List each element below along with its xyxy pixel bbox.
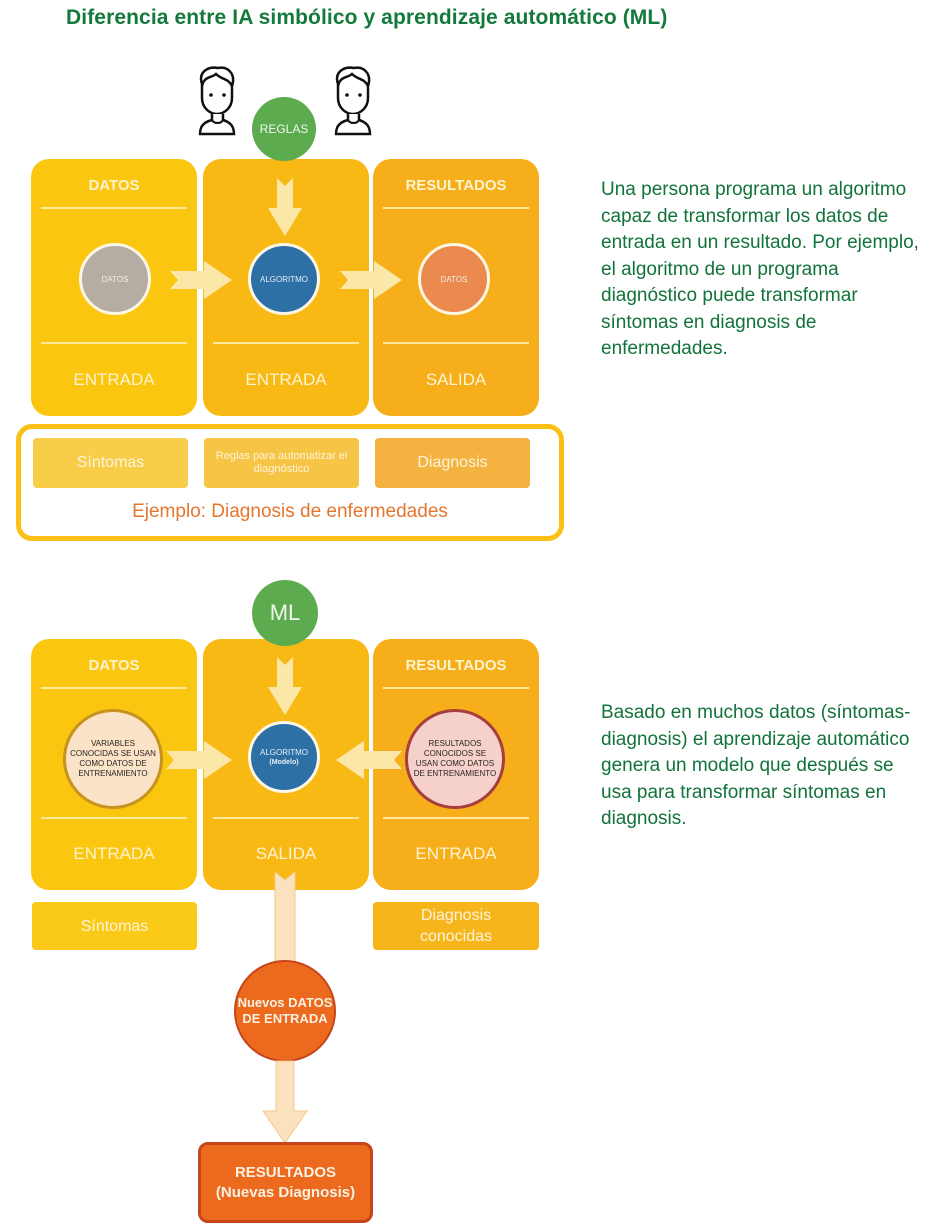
- example-sintomas: Síntomas: [33, 438, 188, 488]
- training-results-circle: RESULTADOS CONOCIDOS SE USAN COMO DATOS …: [405, 709, 505, 809]
- page-title: Diferencia entre IA simbólico y aprendiz…: [66, 6, 668, 29]
- example-caption: Ejemplo: Diagnosis de enfermedades: [132, 501, 448, 522]
- symbolic-description: Una persona programa un algoritmo capaz …: [601, 179, 919, 359]
- rules-circle: REGLAS: [252, 97, 316, 161]
- algorithm-circle: ALGORITMO: [248, 243, 320, 315]
- panel-footer: SALIDA: [255, 844, 317, 863]
- arrow-down-icon: [268, 657, 302, 715]
- divider: [41, 342, 187, 344]
- panel-header: DATOS: [88, 657, 140, 674]
- person-icon: [334, 66, 372, 136]
- ml-description: Basado en muchos datos (síntomas-diagnos…: [601, 702, 911, 829]
- panel-footer: SALIDA: [425, 370, 487, 389]
- panel-footer: ENTRADA: [73, 370, 155, 389]
- panel-footer: ENTRADA: [415, 844, 497, 863]
- algorithm-model-circle: ALGORITMO (Modelo): [248, 721, 320, 793]
- divider: [383, 687, 529, 689]
- divider: [213, 817, 359, 819]
- panel-footer: ENTRADA: [73, 844, 155, 863]
- new-input-circle: Nuevos DATOS DE ENTRADA: [234, 960, 336, 1062]
- divider: [41, 207, 187, 209]
- example-reglas: Reglas para automatizar el diagnóstico: [204, 438, 359, 488]
- divider: [41, 817, 187, 819]
- person-icon: [198, 66, 236, 136]
- arrow-down-icon: [262, 1060, 308, 1144]
- divider: [383, 817, 529, 819]
- panel-footer: ENTRADA: [245, 370, 327, 389]
- example-diagnosis: Diagnosis: [375, 438, 530, 488]
- algorithm-label: ALGORITMO: [259, 748, 308, 757]
- arrow-right-icon: [166, 741, 232, 779]
- arrow-left-icon: [336, 741, 402, 779]
- panel-header: RESULTADOS: [405, 177, 507, 194]
- panel-header: DATOS: [88, 177, 140, 194]
- arrow-right-icon: [340, 261, 402, 299]
- example-box: Síntomas Reglas para automatizar el diag…: [16, 424, 564, 541]
- datos-circle: DATOS: [79, 243, 151, 315]
- arrow-down-icon: [268, 178, 302, 236]
- divider: [213, 342, 359, 344]
- result-circle: DATOS: [418, 243, 490, 315]
- divider: [41, 687, 187, 689]
- result-subtitle: (Nuevas Diagnosis): [215, 1183, 356, 1201]
- sintomas-label: Síntomas: [32, 902, 197, 950]
- result-title: RESULTADOS: [234, 1163, 337, 1181]
- model-label: (Modelo): [269, 759, 299, 766]
- arrow-right-icon: [170, 261, 232, 299]
- diagnosis-conocidas-label: Diagnosis conocidas: [373, 902, 539, 950]
- panel-header: RESULTADOS: [405, 657, 507, 674]
- ml-circle: ML: [252, 580, 318, 646]
- divider: [383, 342, 529, 344]
- divider: [383, 207, 529, 209]
- new-results-box: RESULTADOS (Nuevas Diagnosis): [198, 1142, 373, 1223]
- training-variables-circle: VARIABLES CONOCIDAS SE USAN COMO DATOS D…: [63, 709, 163, 809]
